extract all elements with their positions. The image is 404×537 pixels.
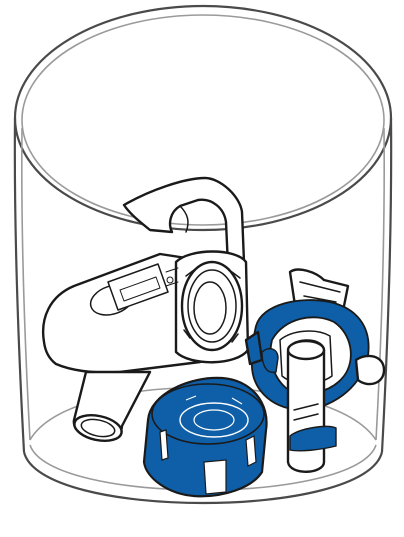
cap-top-face (152, 384, 264, 444)
chamber-hook-edge (180, 206, 188, 232)
container-right-wall-inner (376, 128, 384, 440)
container-left-wall (15, 118, 24, 452)
cap-notch-right (246, 436, 256, 466)
baffle-with-blue-ring (246, 270, 384, 472)
chamber-round-port (166, 252, 248, 363)
container-right-wall (382, 118, 391, 452)
cap-notch-center (204, 460, 226, 494)
blue-cap (144, 378, 267, 496)
container-left-wall-inner (22, 128, 30, 440)
baffle-ring-clip-right (356, 356, 384, 384)
cap-notch-left (160, 430, 168, 460)
